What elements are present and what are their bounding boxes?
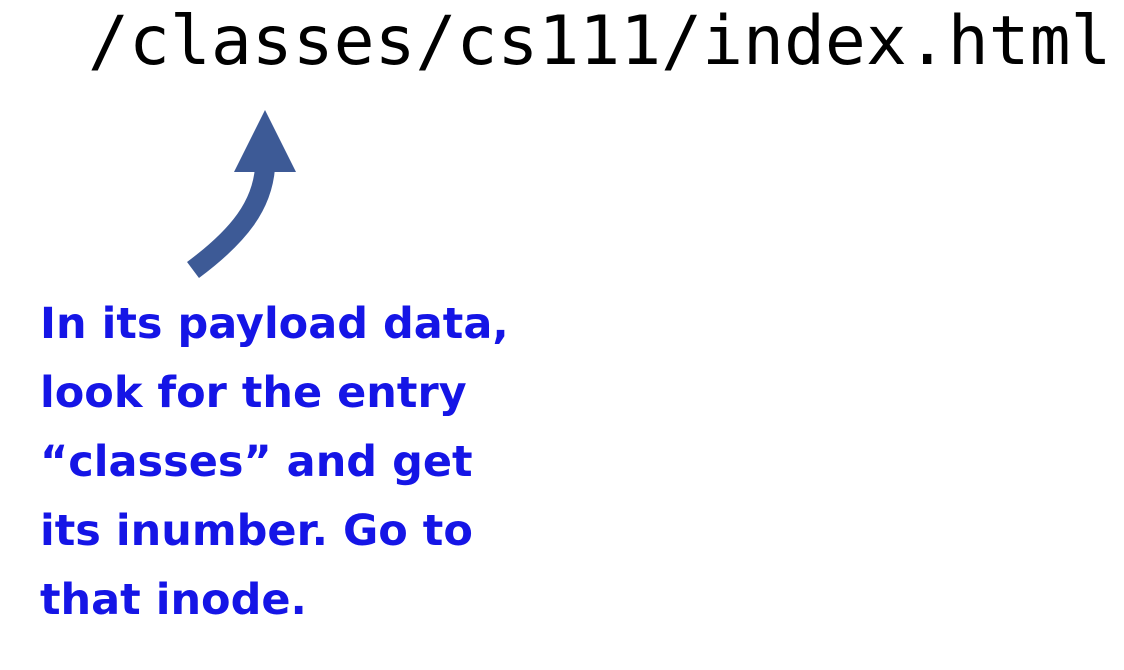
annotation-note: In its payload data, look for the entry … <box>40 290 509 635</box>
annotation-line-2: look for the entry <box>40 368 467 418</box>
annotation-line-5: that inode. <box>40 575 307 625</box>
arrow-shaft <box>187 166 275 279</box>
annotation-line-3: “classes” and get <box>40 437 473 487</box>
arrow-head <box>234 110 296 172</box>
annotation-line-1: In its payload data, <box>40 299 509 349</box>
file-path: /classes/cs111/index.html <box>88 2 1112 81</box>
annotation-line-4: its inumber. Go to <box>40 506 473 556</box>
